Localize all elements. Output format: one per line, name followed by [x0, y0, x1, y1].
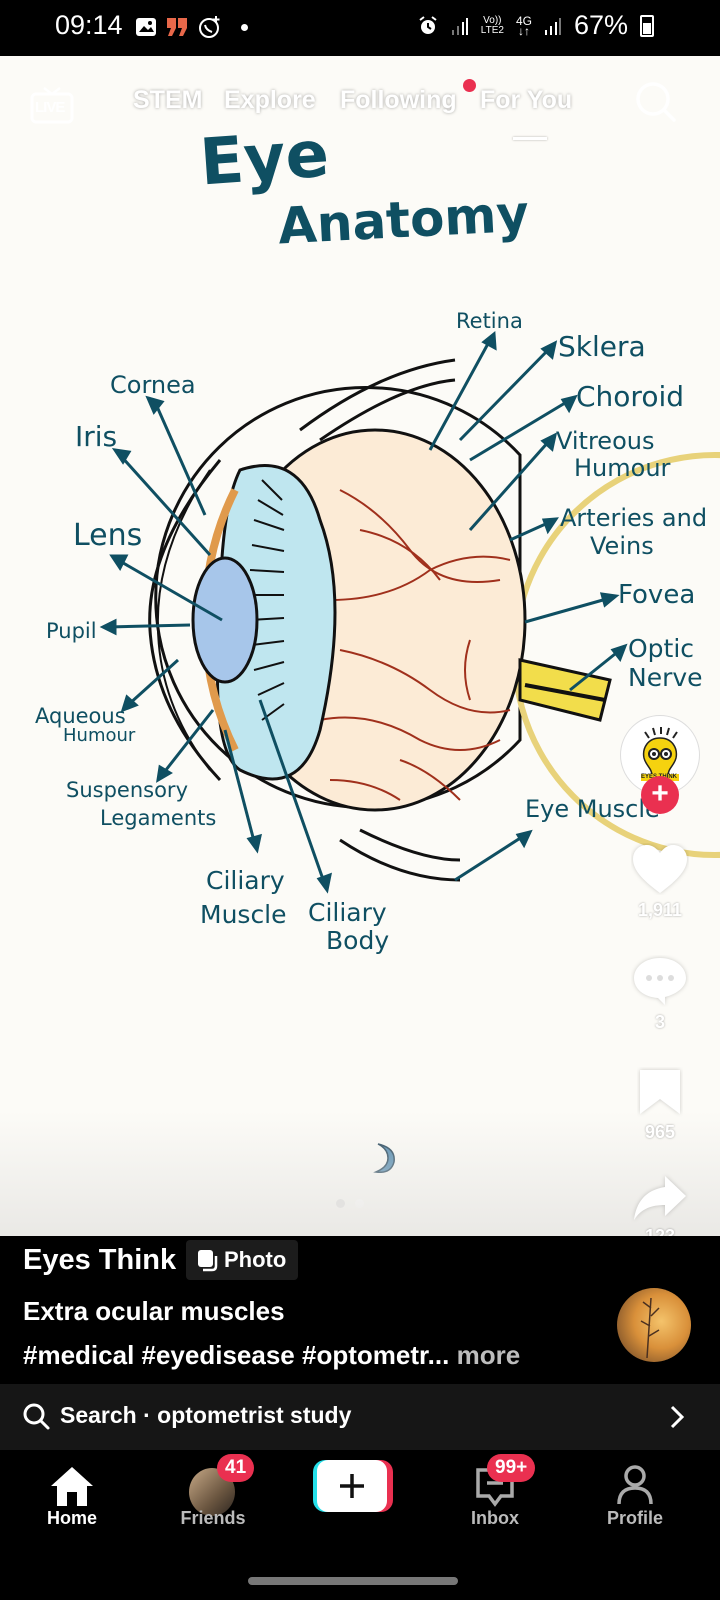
eye-diagram	[99, 331, 720, 894]
tab-stem[interactable]: STEM	[133, 86, 203, 114]
label-iris: Iris	[75, 420, 118, 453]
eye-muscle-lower	[339, 828, 461, 882]
action-rail: EYES THINK + 1,911 3 965 123	[610, 715, 710, 1247]
battery-icon	[640, 14, 654, 37]
more-notifications-dot	[241, 23, 248, 31]
tab-following[interactable]: Following	[340, 86, 457, 114]
label-pupil: Pupil	[46, 619, 97, 643]
search-icon[interactable]	[634, 80, 678, 124]
nav-inbox[interactable]: 99+ Inbox	[435, 1450, 555, 1540]
search-suggestion-text: Search · optometrist study	[60, 1402, 352, 1428]
bottom-nav: Home 41 Friends 99+ Inbox Profile	[0, 1450, 720, 1600]
comment-button[interactable]: 3	[610, 955, 710, 1033]
post-image[interactable]: Eye Anatomy	[0, 56, 720, 1261]
live-tv-icon	[30, 87, 74, 124]
blood-vessels	[319, 489, 511, 801]
label-arrows	[99, 331, 628, 894]
alarm-icon	[419, 15, 437, 34]
signal-icon	[451, 17, 468, 35]
live-label: LIVE	[35, 99, 65, 116]
more-link[interactable]: more	[456, 1340, 521, 1370]
heart-icon	[633, 845, 687, 893]
comment-icon	[634, 958, 686, 1005]
plant-silhouette-icon	[640, 1297, 660, 1359]
search-icon	[23, 1403, 50, 1430]
gesture-home-bar[interactable]	[248, 1577, 458, 1585]
inbox-badge: 99+	[487, 1454, 536, 1482]
nav-profile[interactable]: Profile	[575, 1450, 695, 1540]
label-cornea: Cornea	[110, 371, 196, 399]
creator-avatar[interactable]: EYES THINK +	[620, 715, 700, 814]
tab-explore[interactable]: Explore	[224, 86, 316, 114]
nav-friends-label: Friends	[180, 1508, 246, 1528]
save-button[interactable]: 965	[610, 1067, 710, 1143]
gallery-icon	[136, 18, 156, 36]
photo-badge: Photo	[186, 1240, 299, 1280]
status-time: 09:14	[55, 10, 123, 40]
choroid-layer	[512, 452, 720, 858]
friends-badge: 41	[217, 1454, 255, 1482]
music-disc[interactable]	[617, 1288, 691, 1362]
plus-icon	[340, 1474, 364, 1498]
post-info: Eyes Think Photo Extra ocular muscles #m…	[0, 1236, 720, 1384]
photo-badge-label: Photo	[224, 1247, 287, 1272]
system-status: Vo))LTE2 4G↓↑ 67%	[417, 10, 654, 41]
create-button[interactable]	[313, 1460, 393, 1512]
like-count: 1,911	[637, 900, 683, 920]
whatsapp-icon	[199, 16, 220, 38]
hashtags-text: #medical #eyedisease #optometr...	[23, 1340, 450, 1370]
lens	[191, 556, 259, 684]
like-button[interactable]: 1,911	[610, 843, 710, 921]
comment-count: 3	[654, 1012, 665, 1032]
share-arrow-icon	[634, 1176, 686, 1220]
nav-inbox-label: Inbox	[471, 1508, 519, 1528]
save-count: 965	[644, 1122, 676, 1142]
author-name[interactable]: Eyes Think	[23, 1244, 177, 1276]
nav-home[interactable]: Home	[12, 1450, 132, 1540]
label-retina: Retina	[456, 309, 523, 333]
notification-icons	[135, 14, 248, 40]
cornea	[148, 459, 222, 782]
battery-percent: 67%	[573, 10, 628, 40]
label-lens: Lens	[73, 518, 143, 553]
label-sklera: Sklera	[558, 330, 646, 363]
status-bar: 09:14 Vo))LTE2 4G↓↑ 67%	[0, 0, 720, 56]
home-icon	[51, 1467, 93, 1506]
profile-icon	[617, 1465, 653, 1505]
eye-muscle-upper	[299, 358, 456, 442]
network-volte: Vo))LTE2	[480, 14, 504, 36]
label-fovea: Fovea	[618, 580, 696, 610]
post-hashtags[interactable]: #medical #eyedisease #optometr... more	[23, 1340, 520, 1371]
photo-stack-icon	[198, 1250, 218, 1272]
live-button[interactable]: LIVE	[30, 84, 74, 124]
label-choroid: Choroid	[576, 380, 685, 413]
label-eye-muscle: Eye Muscle	[525, 795, 660, 823]
post-caption: Extra ocular muscles	[23, 1296, 285, 1326]
nav-home-label: Home	[46, 1508, 97, 1528]
nav-friends[interactable]: 41 Friends	[153, 1450, 273, 1540]
nav-profile-label: Profile	[606, 1508, 663, 1528]
search-suggestion-bar[interactable]: Search · optometrist study	[0, 1384, 720, 1450]
bookmark-icon	[640, 1070, 680, 1114]
quote-icon	[167, 18, 187, 36]
tab-for-you[interactable]: For You	[480, 86, 573, 114]
follow-button[interactable]: +	[641, 776, 679, 814]
top-nav: LIVE STEM Explore Following For You	[0, 0, 720, 150]
signal-icon-2	[544, 17, 561, 35]
network-4g: 4G↓↑	[515, 13, 532, 38]
chevron-right-icon	[670, 1405, 685, 1429]
